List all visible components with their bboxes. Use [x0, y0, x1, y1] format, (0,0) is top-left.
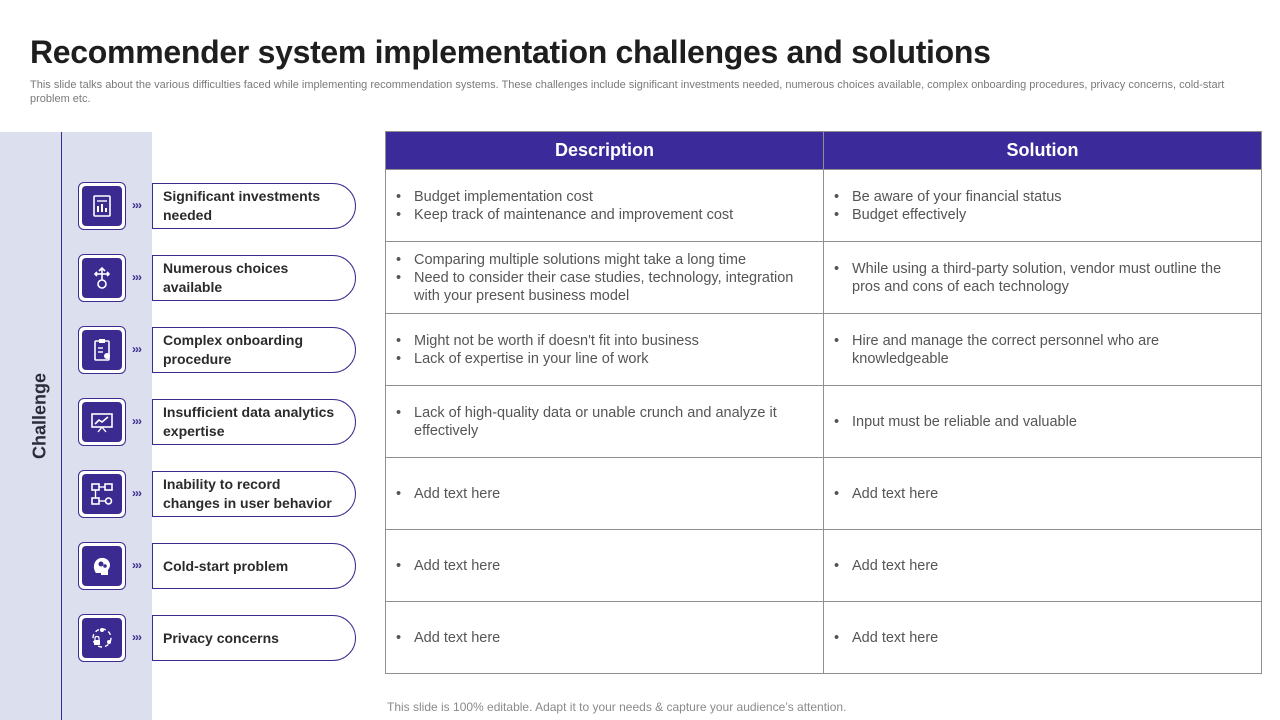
challenge-item: ››› Inability to record changes in user …: [78, 470, 358, 518]
chevron-right-icon: ›››: [132, 558, 142, 572]
challenge-item: ››› Significant investments needed: [78, 182, 358, 230]
challenge-label: Inability to record changes in user beha…: [152, 471, 356, 517]
table-row: Budget implementation cost Keep track of…: [385, 169, 1262, 242]
analytics-presentation-icon: [82, 402, 122, 442]
list-item: Add text here: [396, 557, 813, 575]
challenge-label: Complex onboarding procedure: [152, 327, 356, 373]
table-row: Might not be worth if doesn't fit into b…: [385, 313, 1262, 386]
icon-frame: [78, 182, 126, 230]
icon-frame: [78, 254, 126, 302]
challenge-label: Insufficient data analytics expertise: [152, 399, 356, 445]
list-item: Comparing multiple solutions might take …: [396, 251, 813, 269]
solution-cell: Input must be reliable and valuable: [823, 385, 1262, 458]
chevron-right-icon: ›››: [132, 198, 142, 212]
table-row: Add text here Add text here: [385, 601, 1262, 674]
list-item: Add text here: [834, 629, 1251, 647]
solution-cell: Add text here: [823, 457, 1262, 530]
chevron-right-icon: ›››: [132, 630, 142, 644]
challenge-item: ››› Cold-start problem: [78, 542, 358, 590]
footer-note: This slide is 100% editable. Adapt it to…: [387, 700, 847, 714]
list-item: Keep track of maintenance and improvemen…: [396, 206, 813, 224]
chevron-right-icon: ›››: [132, 270, 142, 284]
slide-subtitle: This slide talks about the various diffi…: [30, 79, 1225, 105]
solution-cell: Add text here: [823, 601, 1262, 674]
table-row: Add text here Add text here: [385, 457, 1262, 530]
list-item: Need to consider their case studies, tec…: [396, 269, 813, 305]
slide-title: Recommender system implementation challe…: [30, 34, 991, 70]
list-item: Add text here: [396, 629, 813, 647]
description-cell: Lack of high-quality data or unable crun…: [385, 385, 824, 458]
choices-arrows-icon: [82, 258, 122, 298]
icon-frame: [78, 614, 126, 662]
description-cell: Might not be worth if doesn't fit into b…: [385, 313, 824, 386]
list-item: Budget effectively: [834, 206, 1251, 224]
side-label: Challenge: [29, 372, 50, 460]
chevron-right-icon: ›››: [132, 342, 142, 356]
challenges-table: Description Solution Budget implementati…: [385, 131, 1262, 674]
onboarding-clipboard-icon: [82, 330, 122, 370]
description-cell: Budget implementation cost Keep track of…: [385, 169, 824, 242]
side-panel: [0, 132, 152, 720]
table-row: Add text here Add text here: [385, 529, 1262, 602]
list-item: While using a third-party solution, vend…: [834, 260, 1251, 296]
list-item: Input must be reliable and valuable: [834, 413, 1251, 431]
investment-report-icon: [82, 186, 122, 226]
challenge-item: ››› Insufficient data analytics expertis…: [78, 398, 358, 446]
brain-head-icon: [82, 546, 122, 586]
description-cell: Add text here: [385, 457, 824, 530]
icon-frame: [78, 542, 126, 590]
table-header-row: Description Solution: [385, 131, 1262, 170]
list-item: Add text here: [396, 485, 813, 503]
icon-frame: [78, 326, 126, 374]
challenge-label: Significant investments needed: [152, 183, 356, 229]
list-item: Lack of high-quality data or unable crun…: [396, 404, 813, 440]
challenge-item: ››› Complex onboarding procedure: [78, 326, 358, 374]
solution-cell: Hire and manage the correct personnel wh…: [823, 313, 1262, 386]
list-item: Be aware of your financial status: [834, 188, 1251, 206]
icon-frame: [78, 398, 126, 446]
side-divider-line: [61, 132, 62, 720]
challenge-label: Cold-start problem: [152, 543, 356, 589]
list-item: Hire and manage the correct personnel wh…: [834, 332, 1251, 368]
list-item: Lack of expertise in your line of work: [396, 350, 813, 368]
icon-frame: [78, 470, 126, 518]
privacy-lock-icon: [82, 618, 122, 658]
challenge-item: ››› Privacy concerns: [78, 614, 358, 662]
description-cell: Add text here: [385, 529, 824, 602]
solution-cell: Add text here: [823, 529, 1262, 602]
chevron-right-icon: ›››: [132, 486, 142, 500]
chevron-right-icon: ›››: [132, 414, 142, 428]
list-item: Might not be worth if doesn't fit into b…: [396, 332, 813, 350]
table-row: Lack of high-quality data or unable crun…: [385, 385, 1262, 458]
challenge-label: Privacy concerns: [152, 615, 356, 661]
header-solution: Solution: [823, 131, 1262, 170]
flowchart-icon: [82, 474, 122, 514]
header-description: Description: [385, 131, 824, 170]
solution-cell: Be aware of your financial status Budget…: [823, 169, 1262, 242]
description-cell: Add text here: [385, 601, 824, 674]
solution-cell: While using a third-party solution, vend…: [823, 241, 1262, 314]
list-item: Add text here: [834, 557, 1251, 575]
list-item: Budget implementation cost: [396, 188, 813, 206]
challenge-item: ››› Numerous choices available: [78, 254, 358, 302]
description-cell: Comparing multiple solutions might take …: [385, 241, 824, 314]
list-item: Add text here: [834, 485, 1251, 503]
challenge-label: Numerous choices available: [152, 255, 356, 301]
table-row: Comparing multiple solutions might take …: [385, 241, 1262, 314]
